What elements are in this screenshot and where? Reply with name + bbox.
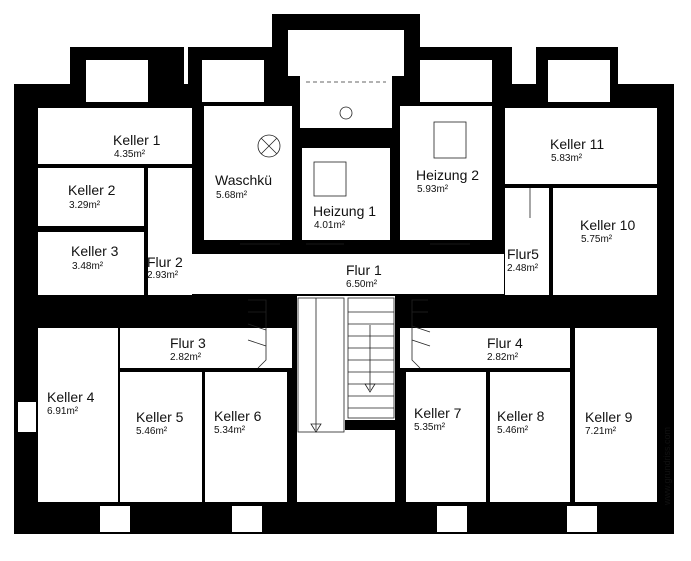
keller6-area: 5.34m² — [214, 425, 246, 436]
heizung2-name: Heizung 2 — [416, 167, 479, 183]
stairs — [247, 297, 431, 433]
keller10-area: 5.75m² — [581, 234, 613, 245]
keller8-name: Keller 8 — [497, 408, 545, 424]
waschkueche-name: Waschkü — [215, 172, 272, 188]
keller9-name: Keller 9 — [585, 409, 633, 425]
fixtures — [257, 81, 467, 197]
heizung2-area: 5.93m² — [417, 184, 449, 195]
watermark: www.grundriss.com — [662, 427, 672, 506]
keller9-area: 7.21m² — [585, 426, 617, 437]
flur2-area: 2.93m² — [147, 270, 179, 281]
keller3-area: 3.48m² — [72, 261, 104, 272]
waschkueche-area: 5.68m² — [216, 190, 248, 201]
keller8-area: 5.46m² — [497, 425, 529, 436]
keller4-name: Keller 4 — [47, 389, 95, 405]
keller2-area: 3.29m² — [69, 200, 101, 211]
flur5-name: Flur5 — [507, 246, 539, 262]
flur4-area: 2.82m² — [487, 352, 519, 363]
keller11-area: 5.83m² — [551, 153, 583, 164]
keller2-name: Keller 2 — [68, 182, 116, 198]
keller4-area: 6.91m² — [47, 406, 79, 417]
keller5-name: Keller 5 — [136, 409, 184, 425]
flur1-name: Flur 1 — [346, 262, 382, 278]
keller1-area: 4.35m² — [114, 149, 146, 160]
flur5-area: 2.48m² — [507, 263, 539, 274]
windows-bottom — [18, 402, 597, 532]
keller11-name: Keller 11 — [550, 136, 604, 152]
keller10-name: Keller 10 — [580, 217, 635, 233]
flur3-name: Flur 3 — [170, 335, 206, 351]
doors — [240, 188, 531, 245]
keller1-name: Keller 1 — [113, 132, 161, 148]
keller3-name: Keller 3 — [71, 243, 119, 259]
windows-top — [86, 30, 610, 102]
flur1-area: 6.50m² — [346, 279, 378, 290]
flur4-name: Flur 4 — [487, 335, 523, 351]
keller6-name: Keller 6 — [214, 408, 262, 424]
room-interiors — [38, 76, 657, 502]
keller7-name: Keller 7 — [414, 405, 462, 421]
keller7-area: 5.35m² — [414, 422, 446, 433]
flur3-area: 2.82m² — [170, 352, 202, 363]
keller5-area: 5.46m² — [136, 426, 168, 437]
flur2-name: Flur 2 — [147, 254, 183, 270]
heizung1-name: Heizung 1 — [313, 203, 376, 219]
heizung1-area: 4.01m² — [314, 220, 346, 231]
